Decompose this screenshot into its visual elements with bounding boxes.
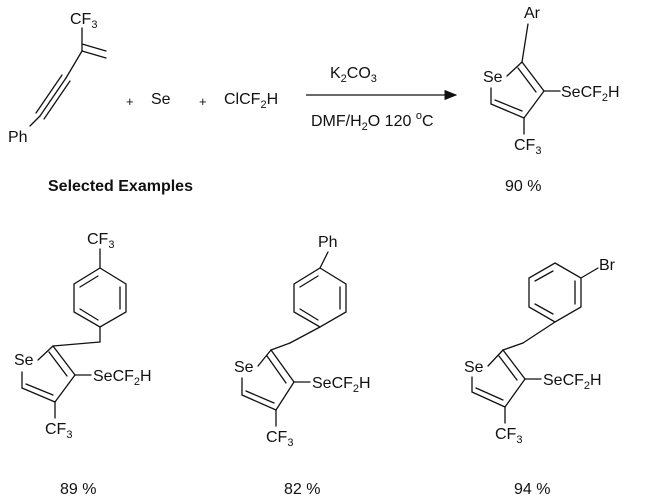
sm-phenyl-label: Ph [8,129,28,146]
example-2-yield: 82 % [284,481,320,498]
example-2-structure: Ph Se SeCF2H CF3 82 % [234,234,371,498]
plus-sign-1: + [126,94,134,109]
selected-examples-heading: Selected Examples [48,178,193,195]
example-3-secf2h-label: SeCF2H [543,372,602,392]
example-2-se-label: Se [234,359,254,376]
example-3-cf3-label: CF3 [495,426,522,446]
example-3-substituent: Br [599,257,616,274]
example-1-structure: CF3 Se SeCF2H CF3 89 % [14,231,152,498]
example-1-secf2h-label: SeCF2H [93,368,152,388]
plus-sign-2: + [199,94,207,109]
example-1-se-label: Se [14,352,34,369]
example-1-substituent: CF3 [87,231,114,251]
product-ar-label: Ar [524,5,541,22]
product-secf2h-label: SeCF2H [561,84,620,104]
example-1-cf3-label: CF3 [45,421,72,441]
sm-cf3-label: CF3 [70,11,97,31]
example-3-yield: 94 % [514,481,550,498]
product-se-label: Se [483,69,503,86]
solvent-temperature-label: DMF/H2O 120 oC [311,110,434,133]
base-label: K2CO3 [330,65,377,85]
example-3-se-label: Se [464,359,484,376]
selenium-reagent: Se [151,91,171,108]
example-1-yield: 89 % [60,481,96,498]
product-selenophene: Ar Se SeCF2H CF3 90 % [483,5,620,195]
example-3-structure: Br Se SeCF2H CF3 94 % [464,257,616,498]
example-2-secf2h-label: SeCF2H [312,375,371,395]
product-yield: 90 % [505,178,541,195]
example-2-cf3-label: CF3 [266,429,293,449]
chlorodifluoromethane-reagent: ClCF2H [224,91,278,111]
reaction-arrow-group: K2CO3 DMF/H2O 120 oC [306,65,458,133]
product-cf3-label: CF3 [514,137,541,157]
example-2-substituent: Ph [318,234,338,251]
starting-material-enyne: CF3 Ph [8,11,107,146]
